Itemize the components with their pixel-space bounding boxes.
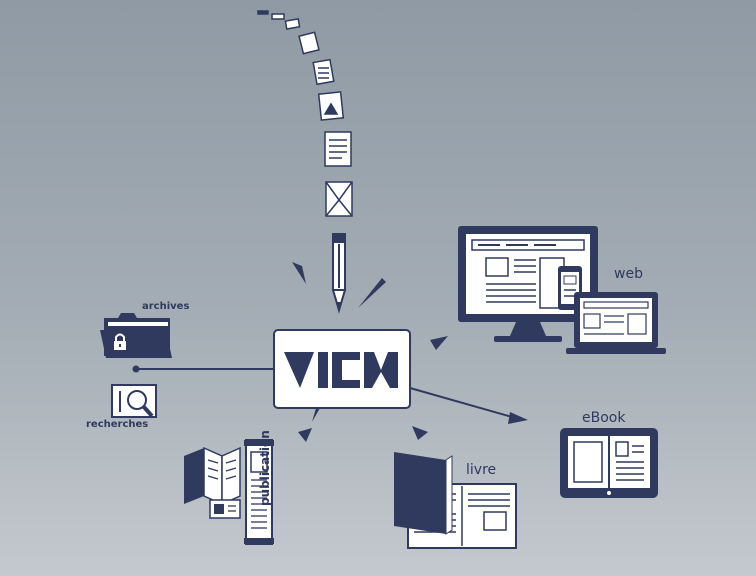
label-ebook: eBook <box>582 410 626 426</box>
arrow-publication <box>298 428 312 442</box>
tick-below-logo <box>312 408 320 422</box>
spark-right <box>358 278 386 308</box>
book-icon <box>394 452 517 549</box>
line-ebook <box>409 387 513 418</box>
documents-stack-icon <box>257 10 353 217</box>
label-recherches: recherches <box>86 419 149 430</box>
line-archives-dot <box>132 365 140 373</box>
arrow-livre <box>412 426 428 440</box>
arrow-ebook <box>508 412 528 424</box>
spark-left <box>292 262 306 284</box>
arrow-heads <box>292 262 528 442</box>
label-livre: livre <box>466 462 497 478</box>
pencil-icon <box>331 233 347 314</box>
logo-icon <box>273 329 411 409</box>
tablet-icon <box>560 428 658 498</box>
desktop-icon <box>458 226 666 354</box>
search-icon <box>111 384 157 418</box>
label-archives: archives <box>142 301 190 312</box>
connector-lines <box>136 368 513 418</box>
label-web: web <box>614 266 643 282</box>
label-publication: publication <box>258 430 272 506</box>
arrow-web <box>430 336 448 350</box>
folder-lock-icon <box>100 313 172 358</box>
brochure-icon <box>184 439 274 545</box>
